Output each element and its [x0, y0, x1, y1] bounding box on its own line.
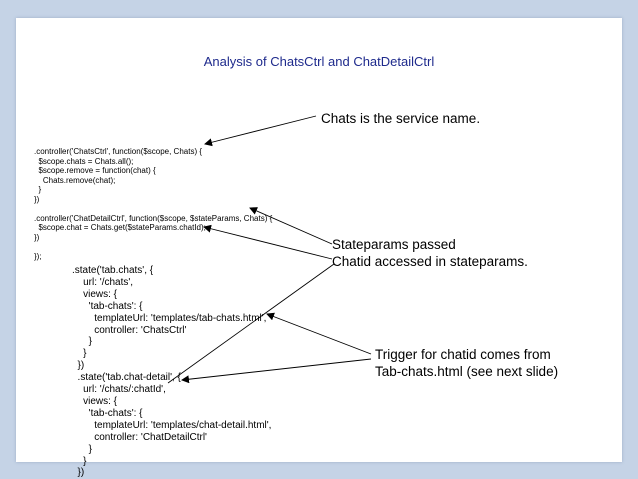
- arrow-crossing-line: [167, 263, 335, 384]
- arrow-to-chats-service: [204, 115, 317, 147]
- stateparams-note: Stateparams passed Chatid accessed in st…: [332, 237, 528, 269]
- service-name-note: Chats is the service name.: [321, 111, 481, 126]
- state-code-block: .state('tab.chats', { url: '/chats', vie…: [72, 265, 272, 479]
- annotation-arrows: [167, 115, 372, 384]
- trigger-note: Trigger for chatid comes from Tab-chats.…: [375, 347, 559, 379]
- slide: Analysis of ChatsCtrl and ChatDetailCtrl…: [16, 18, 622, 478]
- arrow-to-tab-chats: [266, 312, 372, 355]
- arrow-to-stateparams: [249, 207, 333, 245]
- arrow-to-chat-detail-url: [181, 358, 372, 384]
- controller-code-block: .controller('ChatsCtrl', function($scope…: [34, 147, 273, 261]
- slide-title: Analysis of ChatsCtrl and ChatDetailCtrl: [203, 54, 435, 69]
- arrow-to-chatid: [203, 224, 333, 260]
